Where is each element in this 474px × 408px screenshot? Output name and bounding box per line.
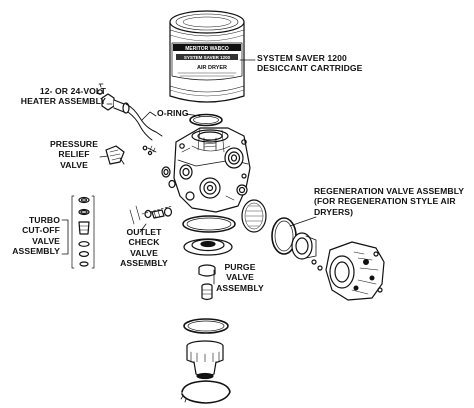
purge-valve-stack (180, 215, 236, 404)
cartridge-model: AIR DRYER (197, 65, 227, 71)
cartridge-o-ring (189, 113, 223, 127)
cartridge-product: SYSTEM SAVER 1200 (184, 55, 231, 60)
housing-side-fittings (147, 145, 176, 189)
pressure-relief-valve (105, 145, 125, 165)
label-turbo-cutoff-valve: TURBO CUT-OFF VALVE ASSEMBLY (12, 215, 60, 257)
dryer-housing (173, 127, 251, 213)
heater-assembly (97, 83, 163, 156)
leader-lines (61, 59, 317, 285)
outlet-check-valve (129, 205, 173, 225)
label-desiccant-cartridge: SYSTEM SAVER 1200 DESICCANT CARTRIDGE (257, 53, 363, 74)
label-heater-assembly: 12- OR 24-VOLT HEATER ASSEMBLY (20, 86, 106, 107)
label-regeneration-valve-assembly: REGENERATION VALVE ASSEMBLY (FOR REGENER… (314, 186, 465, 217)
label-outlet-check-valve: OUTLET CHECK VALVE ASSEMBLY (120, 227, 168, 269)
desiccant-cartridge: MERITOR WABCO SYSTEM SAVER 1200 AIR DRYE… (169, 10, 245, 103)
label-pressure-relief-valve: PRESSURE RELIEF VALVE (49, 139, 99, 170)
cartridge-brand: MERITOR WABCO (185, 46, 229, 52)
label-purge-valve: PURGE VALVE ASSEMBLY (216, 262, 264, 293)
turbo-cutoff-valve (71, 195, 95, 269)
regeneration-valve-assembly (241, 199, 385, 301)
label-o-ring: O-RING (157, 108, 189, 118)
